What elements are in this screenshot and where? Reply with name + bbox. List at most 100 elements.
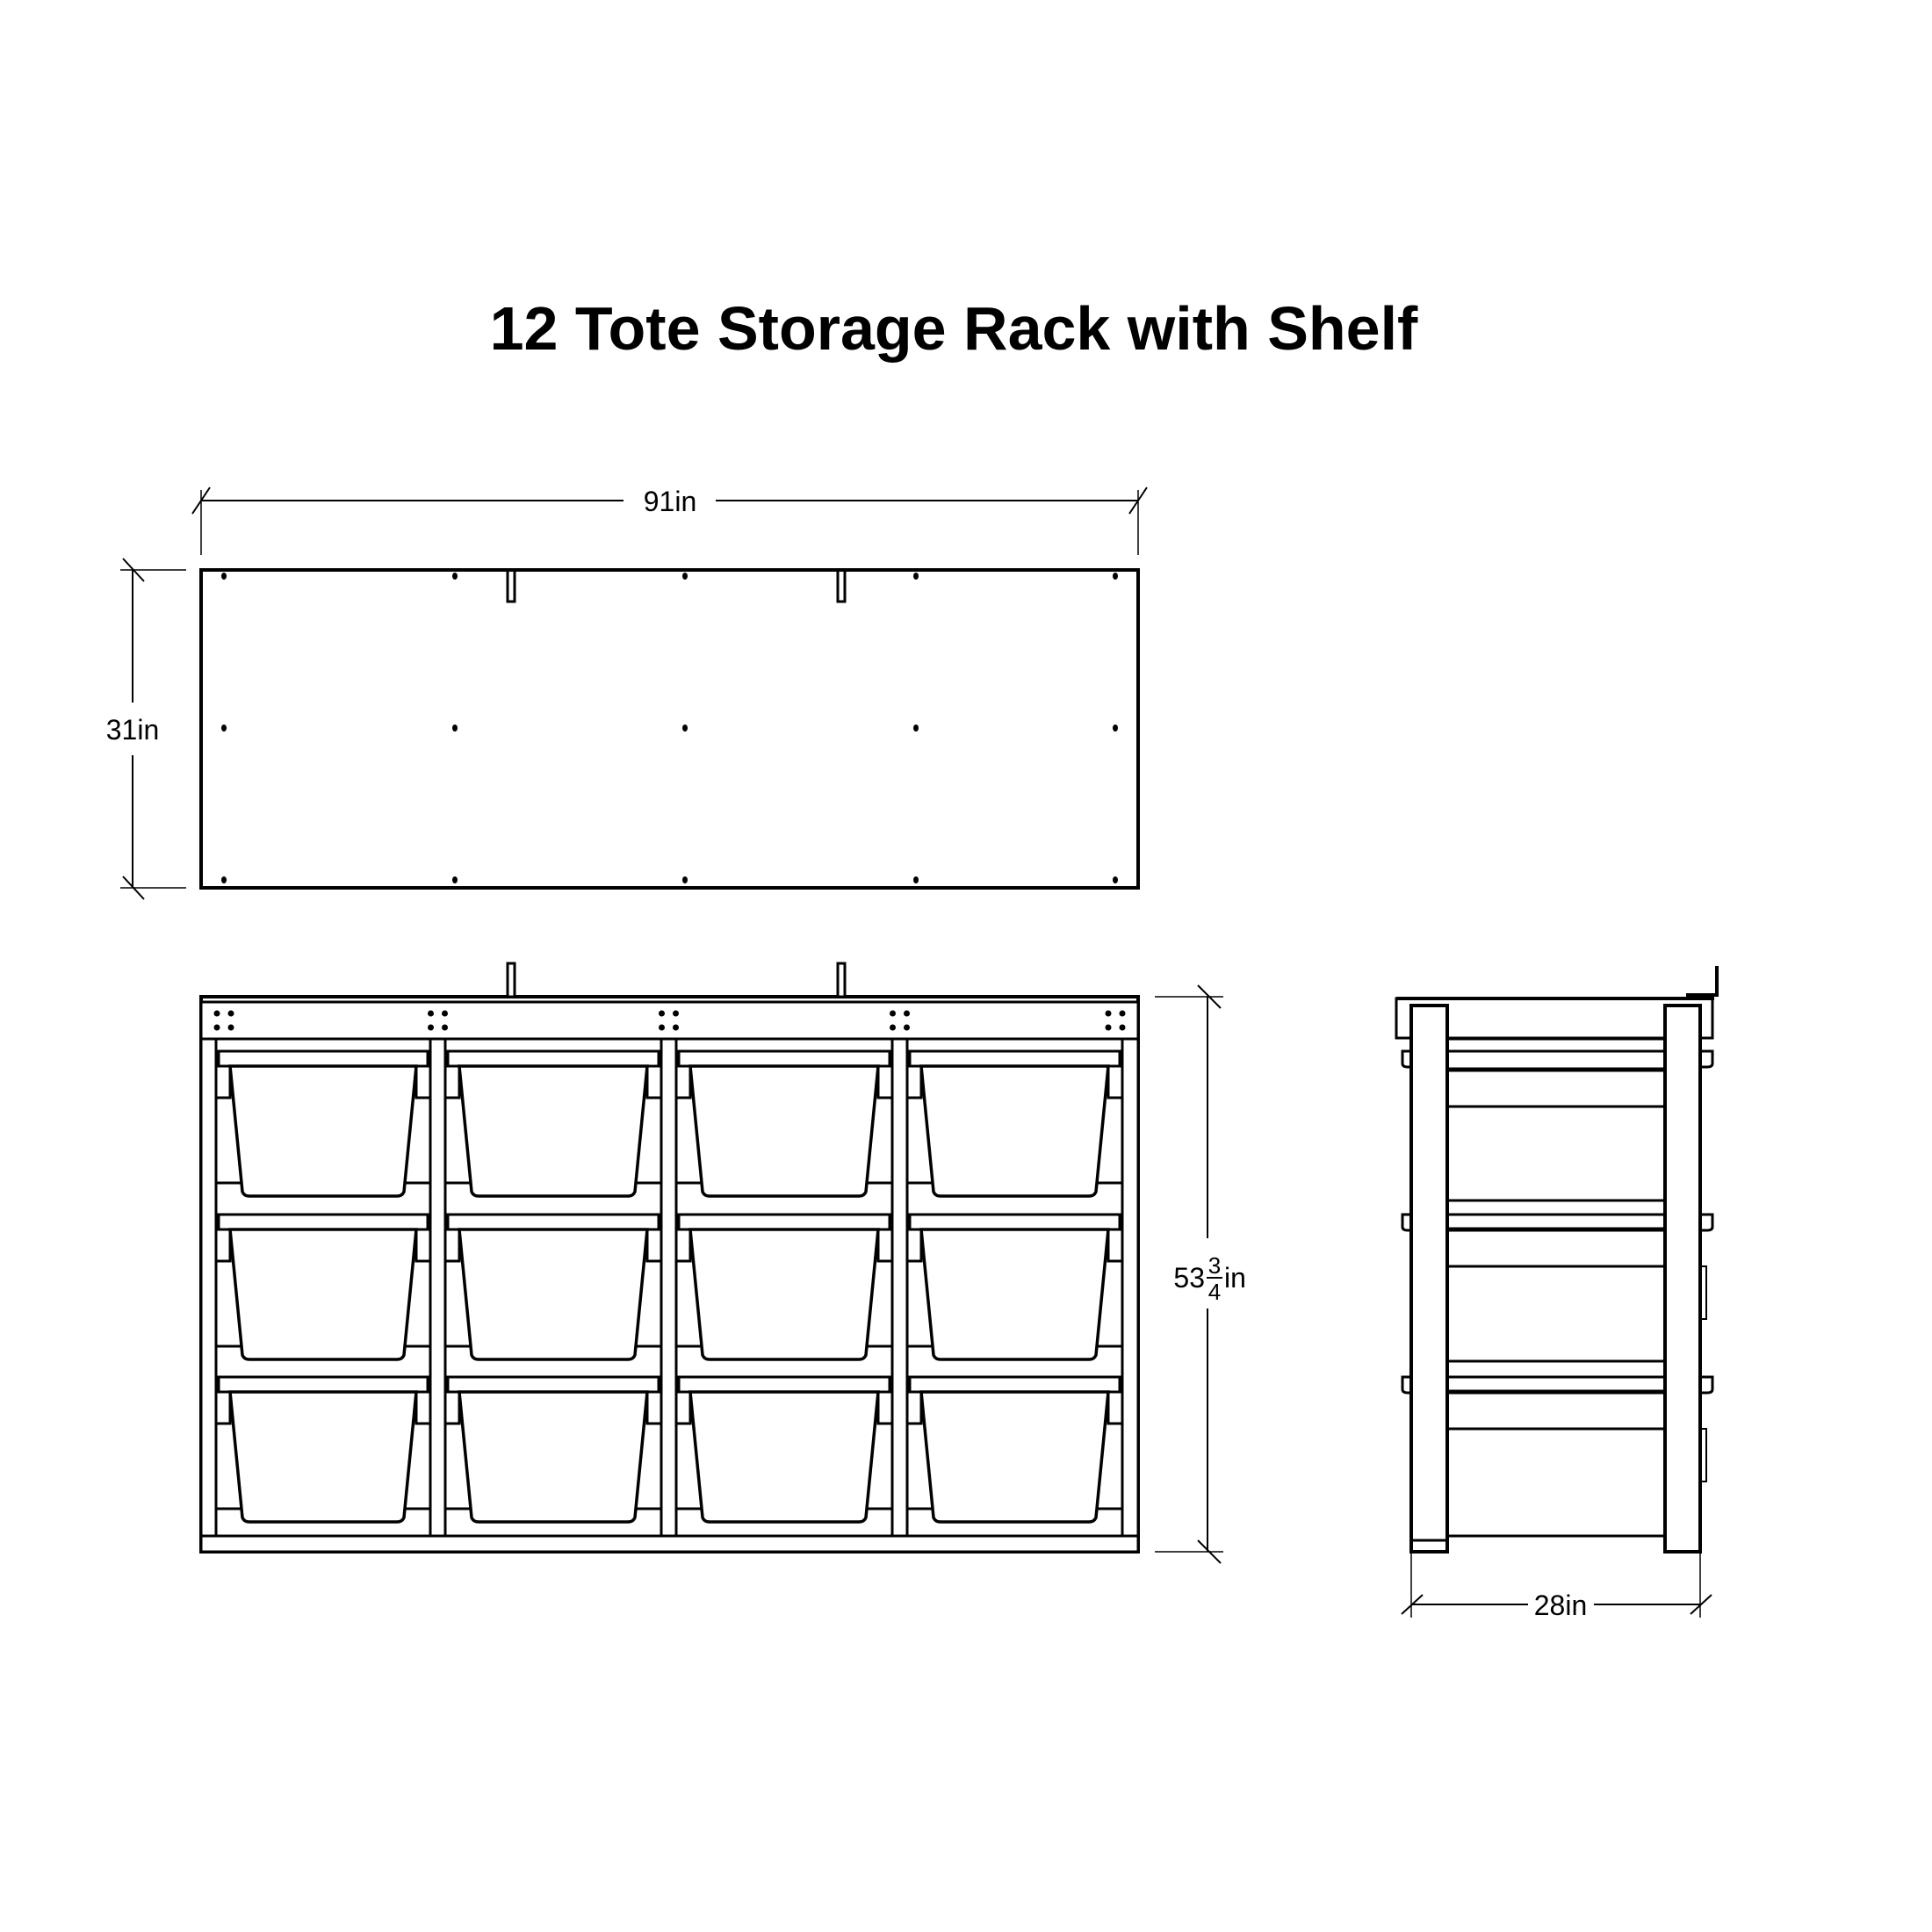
tote-cleat xyxy=(415,1228,432,1263)
side-leg-front xyxy=(1409,1004,1449,1554)
screw-hole xyxy=(682,724,688,732)
tote-bin xyxy=(688,1228,880,1361)
bolt-hole xyxy=(227,1010,234,1017)
vertical-post xyxy=(660,1037,678,1538)
tote-runner xyxy=(446,1375,660,1394)
tote-bin xyxy=(228,1064,418,1198)
bolt-hole xyxy=(673,1024,679,1031)
screw-hole xyxy=(913,573,919,580)
tote-runner xyxy=(677,1375,891,1394)
wall-hook xyxy=(836,962,847,998)
depth-tick-top xyxy=(122,558,145,582)
tote-cleat xyxy=(1107,1064,1124,1099)
tote-bin xyxy=(458,1390,649,1524)
height-dimension xyxy=(1155,984,1223,1564)
vertical-post xyxy=(199,1037,218,1538)
screw-hole xyxy=(221,724,227,732)
screw-hole xyxy=(452,724,458,732)
side-tab-left xyxy=(1401,1213,1411,1232)
bolt-hole xyxy=(659,1010,665,1017)
height-tick-top xyxy=(1197,984,1222,1009)
tote-bin xyxy=(458,1064,649,1198)
height-label-whole: 53 xyxy=(1173,1262,1205,1294)
height-label-unit: in xyxy=(1224,1262,1246,1294)
height-tick-bottom xyxy=(1197,1539,1222,1564)
side-tab-left xyxy=(1401,1049,1411,1069)
tote-bin xyxy=(919,1390,1110,1524)
wall-bracket xyxy=(1686,966,1719,997)
bolt-hole xyxy=(1119,1024,1126,1031)
screw-hole xyxy=(452,573,458,580)
bolt-hole xyxy=(1105,1024,1112,1031)
tote-cleat xyxy=(1107,1390,1124,1425)
tote-cleat xyxy=(415,1390,432,1425)
screw-hole xyxy=(682,573,688,580)
tote-runner xyxy=(908,1375,1121,1394)
tote-cleat xyxy=(674,1064,692,1099)
tote-bin xyxy=(919,1228,1110,1361)
bolt-hole xyxy=(890,1010,896,1017)
bolt-hole xyxy=(227,1024,234,1031)
tote-cleat xyxy=(214,1064,232,1099)
tote-cleat xyxy=(674,1390,692,1425)
screw-hole xyxy=(1113,724,1118,732)
top-view-outline xyxy=(199,568,1140,890)
top-view xyxy=(120,487,1148,900)
tote-cleat xyxy=(905,1390,923,1425)
top-rail xyxy=(199,1000,1140,1041)
side-tab-right xyxy=(1700,1213,1714,1232)
tote-bin xyxy=(458,1228,649,1361)
bolt-hole xyxy=(890,1024,896,1031)
bolt-hole xyxy=(442,1024,448,1031)
side-tab-right xyxy=(1700,1049,1714,1069)
screw-hole xyxy=(221,876,227,883)
tote-runner xyxy=(677,1049,891,1068)
tote-runner xyxy=(908,1049,1121,1068)
tote-cleat xyxy=(905,1228,923,1263)
side-depth-dimension xyxy=(1401,1552,1712,1618)
side-tab-left xyxy=(1401,1375,1411,1395)
tote-runner xyxy=(908,1213,1121,1231)
bolt-hole xyxy=(904,1010,910,1017)
bolt-hole xyxy=(213,1024,220,1031)
screw-hole xyxy=(452,876,458,883)
side-depth-label: 28in xyxy=(1534,1590,1588,1621)
tote-runner xyxy=(677,1213,891,1231)
tote-runner xyxy=(446,1213,660,1231)
tote-cleat xyxy=(214,1390,232,1425)
tote-runner xyxy=(217,1049,429,1068)
tote-cleat xyxy=(1107,1228,1124,1263)
tote-cleat xyxy=(443,1390,461,1425)
screw-holes xyxy=(221,573,1118,883)
side-view xyxy=(1395,966,1719,1554)
tote-runner xyxy=(217,1213,429,1231)
tote-cleat xyxy=(214,1228,232,1263)
bolt-hole xyxy=(1105,1010,1112,1017)
tote-runner xyxy=(217,1375,429,1394)
bottom-rail xyxy=(199,1534,1140,1554)
tote-cleat xyxy=(905,1064,923,1099)
tote-cleat xyxy=(674,1228,692,1263)
vertical-post xyxy=(1121,1037,1140,1538)
tote-cleat xyxy=(645,1390,663,1425)
screw-hole xyxy=(1113,876,1118,883)
side-tick-left xyxy=(1401,1594,1424,1615)
wall-hook-2 xyxy=(836,568,847,603)
tote-cleat xyxy=(876,1228,894,1263)
height-label-numerator: 3 xyxy=(1208,1252,1221,1279)
wall-hook-1 xyxy=(506,568,516,603)
height-label-denominator: 4 xyxy=(1208,1279,1221,1305)
side-tab-right xyxy=(1700,1375,1714,1395)
side-tick-right xyxy=(1690,1594,1712,1615)
bolt-hole xyxy=(442,1010,448,1017)
depth-label: 31in xyxy=(106,714,160,746)
bolt-hole xyxy=(213,1010,220,1017)
tote-bin xyxy=(688,1064,880,1198)
wall-hook xyxy=(506,962,516,998)
screw-hole xyxy=(221,573,227,580)
tote-bin xyxy=(228,1228,418,1361)
tote-bin xyxy=(919,1064,1110,1198)
screw-hole xyxy=(682,876,688,883)
tote-bin xyxy=(228,1390,418,1524)
